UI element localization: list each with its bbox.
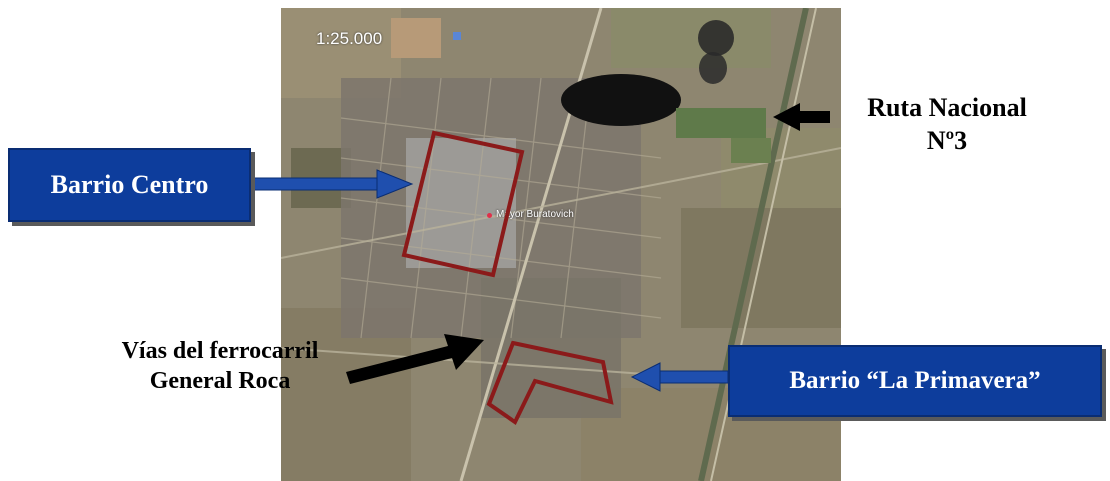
town-label: Mayor Buratovich <box>496 209 574 220</box>
ruta-line-2: Nº3 <box>926 125 968 155</box>
ruta-line-1: Ruta Nacional <box>867 93 1027 122</box>
ruta-nacional-label: Ruta Nacional Nº3 <box>832 92 1062 157</box>
barrio-centro-label: Barrio Centro <box>50 170 209 199</box>
vias-line-2: General Roca <box>149 368 291 394</box>
barrio-primavera-label: Barrio “La Primavera” <box>789 367 1041 394</box>
map-scale: 1:25.000 <box>316 29 383 48</box>
town-marker-icon[interactable] <box>487 213 492 218</box>
vias-line-1: Vías del ferrocarril <box>121 338 319 364</box>
barrio-centro-callout: Barrio Centro <box>8 148 251 222</box>
vias-ferrocarril-label: Vías del ferrocarril General Roca <box>60 336 380 396</box>
barrio-primavera-callout: Barrio “La Primavera” <box>728 345 1102 417</box>
